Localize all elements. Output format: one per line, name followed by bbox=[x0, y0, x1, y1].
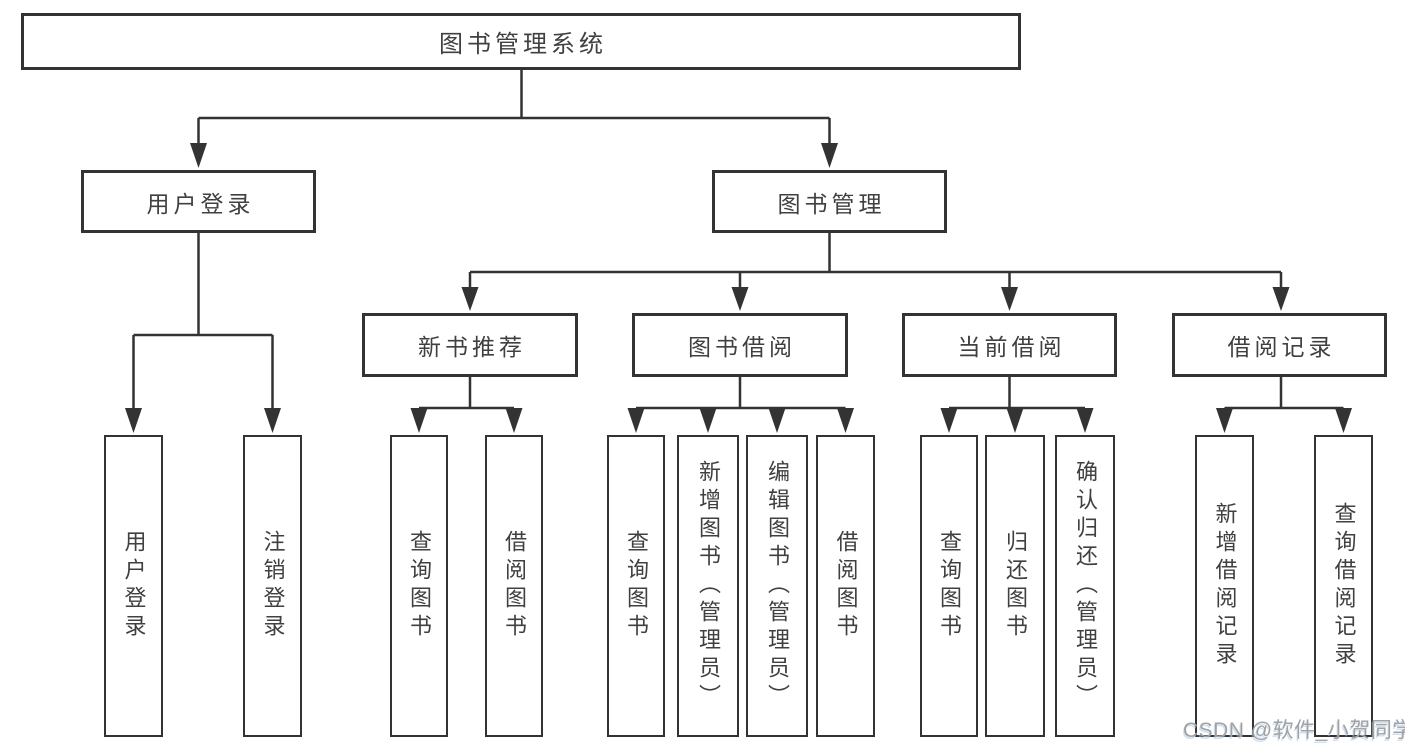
node-book-borrowing-label: 图书借阅 bbox=[688, 334, 796, 360]
tree-edges bbox=[132, 70, 1345, 413]
leaf-edit-books-admin-label: 编辑图书（管理员） bbox=[765, 460, 790, 712]
leaf-query-borrow-record-label: 查询借阅记录 bbox=[1331, 502, 1357, 670]
leaf-query-books-recommend-label: 查询图书 bbox=[407, 530, 432, 642]
node-root: 图书管理系统 bbox=[21, 13, 1021, 70]
leaf-add-borrow-record: 新增借阅记录 bbox=[1195, 435, 1254, 737]
node-book-management: 图书管理 bbox=[712, 170, 947, 233]
leaf-query-borrow-record: 查询借阅记录 bbox=[1314, 435, 1373, 737]
node-book-borrowing: 图书借阅 bbox=[632, 313, 848, 377]
leaf-user-login: 用户登录 bbox=[104, 435, 163, 737]
node-borrowing-records-label: 借阅记录 bbox=[1227, 334, 1336, 360]
leaf-confirm-return-admin-label: 确认归还（管理员） bbox=[1073, 460, 1098, 712]
leaf-borrow-books-recommend-label: 借阅图书 bbox=[502, 530, 527, 642]
leaf-add-books-admin: 新增图书（管理员） bbox=[677, 435, 739, 737]
leaf-edit-books-admin: 编辑图书（管理员） bbox=[746, 435, 808, 737]
leaf-query-books-recommend: 查询图书 bbox=[390, 435, 448, 737]
node-user-login: 用户登录 bbox=[81, 170, 316, 233]
leaf-query-books-borrowing-label: 查询图书 bbox=[624, 530, 649, 642]
node-root-label: 图书管理系统 bbox=[439, 31, 607, 58]
leaf-return-books-label: 归还图书 bbox=[1003, 530, 1028, 642]
node-current-borrowing: 当前借阅 bbox=[902, 313, 1117, 377]
node-current-borrowing-label: 当前借阅 bbox=[957, 334, 1066, 360]
leaf-borrow-books: 借阅图书 bbox=[816, 435, 875, 737]
leaf-query-books-current: 查询图书 bbox=[920, 435, 978, 737]
node-user-login-label: 用户登录 bbox=[146, 190, 255, 217]
leaf-borrow-books-label: 借阅图书 bbox=[833, 530, 859, 642]
leaf-borrow-books-recommend: 借阅图书 bbox=[485, 435, 543, 737]
node-borrowing-records: 借阅记录 bbox=[1172, 313, 1387, 377]
leaf-query-books-borrowing: 查询图书 bbox=[607, 435, 665, 737]
leaf-query-books-current-label: 查询图书 bbox=[937, 530, 962, 642]
leaf-add-borrow-record-label: 新增借阅记录 bbox=[1212, 502, 1238, 670]
leaf-logout-label: 注销登录 bbox=[260, 530, 286, 642]
arrowheads bbox=[125, 143, 1352, 433]
leaf-user-login-label: 用户登录 bbox=[121, 530, 147, 642]
leaf-add-books-admin-label: 新增图书（管理员） bbox=[696, 460, 721, 712]
leaf-return-books: 归还图书 bbox=[985, 435, 1045, 737]
node-new-book-recommend: 新书推荐 bbox=[362, 313, 578, 377]
node-new-book-recommend-label: 新书推荐 bbox=[418, 334, 526, 360]
leaf-confirm-return-admin: 确认归还（管理员） bbox=[1055, 435, 1115, 737]
leaf-logout: 注销登录 bbox=[243, 435, 302, 737]
watermark: CSDN @软件_小贺同学 bbox=[1183, 719, 1405, 742]
node-book-management-label: 图书管理 bbox=[777, 190, 886, 217]
